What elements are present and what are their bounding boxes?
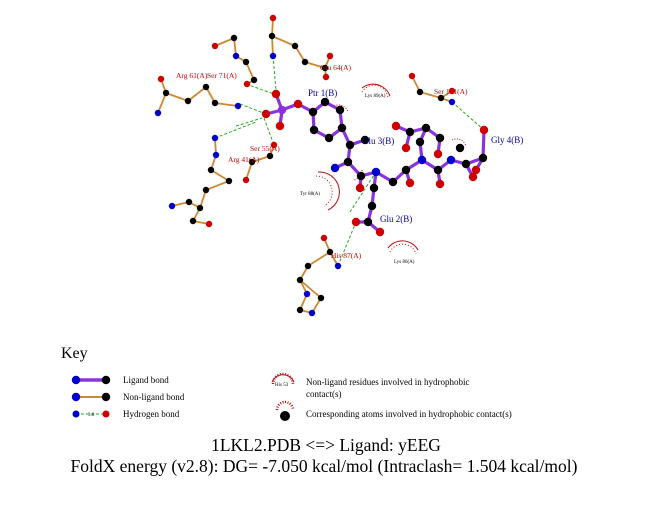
key-non-ligand-bond-label: Non-ligand bond [123, 392, 185, 402]
key-example-residue: His 53 [275, 383, 289, 388]
tyr88-hydrophobic-arc [315, 171, 340, 211]
label-arg41: Arg 41(A) [228, 155, 260, 164]
label-lys86: Lys 86(A) [394, 260, 415, 265]
ligand-labels: Ptr 1(B) Glu 3(B) Gly 4(B) Glu 2(B) [308, 88, 523, 224]
label-ser55: Ser 55(A) [250, 144, 280, 153]
label-glu3: Glu 3(B) [362, 136, 394, 146]
label-gly4: Gly 4(B) [491, 135, 523, 145]
key-hbond-length: 3.0 [88, 413, 95, 418]
label-glu64: Glu 64(A) [320, 63, 352, 72]
key-title: Key [61, 345, 88, 362]
label-ser71: Ser 71(A) [207, 71, 237, 80]
residue-atoms [154, 14, 456, 317]
label-his87: His 87(A) [331, 251, 362, 260]
label-ptr1: Ptr 1(B) [308, 88, 337, 98]
atom-hydrophobic-arc [333, 104, 467, 181]
key-corresponding-atoms-label: Corresponding atoms involved in hydropho… [306, 409, 512, 419]
hydrogen-bonds [214, 55, 485, 267]
key-corresponding-atoms: Corresponding atoms involved in hydropho… [275, 400, 512, 421]
key-legend: Key Ligand bond Non-ligand bond 3.0 Hydr… [61, 345, 512, 421]
key-hydrogen-bond-label: Hydrogen bond [123, 409, 180, 419]
lys89-hydrophobic-arc [361, 83, 391, 100]
key-hydrophobic-line1: Non-ligand residues involved in hydropho… [306, 377, 469, 387]
caption-title: 1LKL2.PDB <=> Ligand: yEEG [211, 435, 441, 455]
ligand-atoms [261, 89, 489, 237]
caption-energy: FoldX energy (v2.8): DG= -7.050 kcal/mol… [71, 456, 578, 476]
key-ligand-bond-label: Ligand bond [123, 375, 169, 385]
lys86-hydrophobic-arc [387, 240, 419, 255]
key-hydrophobic-residue: His 53 Non-ligand residues involved in h… [271, 372, 469, 399]
label-lys89: Lys 89(A) [365, 94, 386, 99]
key-hydrophobic-line2: contact(s) [306, 389, 341, 399]
residue-labels: Arg 61(A) Ser 71(A) Glu 64(A) Lys 89(A) … [176, 63, 468, 265]
label-ser101: Ser 101(A) [434, 87, 468, 96]
label-glu2: Glu 2(B) [380, 214, 412, 224]
key-ligand-bond: Ligand bond [71, 375, 169, 385]
hydrophobic-contacts [315, 83, 467, 255]
key-non-ligand-bond: Non-ligand bond [71, 392, 185, 402]
label-arg61: Arg 61(A) [176, 71, 208, 80]
label-tyr88: Tyr 88(A) [300, 192, 320, 197]
key-hydrogen-bond: 3.0 Hydrogen bond [72, 409, 180, 419]
